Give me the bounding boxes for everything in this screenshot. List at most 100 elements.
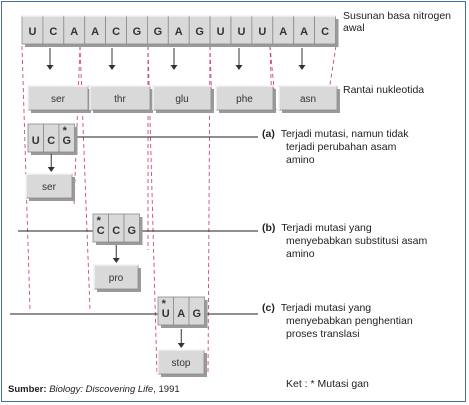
codon-arrow-5	[298, 48, 306, 70]
mutation-a-result-box	[25, 173, 75, 201]
amino-acid-5-box-face	[278, 85, 338, 111]
mutation-a-result-label: ser	[42, 182, 57, 193]
mutation-a-base-1: U	[32, 135, 40, 147]
guide-codon5-left	[269, 45, 277, 111]
amino-acid-4-box-face	[215, 85, 274, 111]
amino-acid-4-label: phe	[236, 94, 253, 105]
mutation-b-base-3: G	[127, 225, 136, 237]
mutation-c-line1: Terjadi mutasi yang	[280, 302, 372, 314]
mutation-a-line3: amino	[286, 154, 315, 166]
mutation-c-tag: (c)	[262, 302, 275, 314]
mutation-a-line1: Terjadi mutasi, namun tidak	[280, 128, 409, 140]
mutation-a-base-3: G	[62, 135, 71, 147]
mutation-b-result-box-face	[93, 264, 139, 290]
sequence-base-14: A	[300, 26, 308, 38]
mutation-b-cell-3	[123, 213, 140, 243]
amino-acid-3-box	[152, 85, 214, 113]
mutation-a-cell-3	[58, 123, 75, 153]
mutation-b-description: (b) Terjadi mutasi yang menyebabkan subs…	[262, 222, 427, 261]
sequence-base-15: C	[321, 26, 329, 38]
sequence-label-line2: awal	[343, 22, 365, 34]
sequence-base-13: A	[279, 26, 287, 38]
sequence-base-3: A	[70, 26, 78, 38]
codon-arrow-3-head	[170, 65, 178, 70]
amino-acid-1-box	[27, 85, 91, 113]
mutation-c-star-marker: *	[162, 298, 167, 310]
mutation-c-base-3: G	[192, 308, 201, 320]
mutation-c-base-1: U	[162, 308, 170, 320]
mutation-b-line2: menyebabkan substitusi asam	[286, 235, 428, 247]
mutation-c-result-box-face	[157, 349, 205, 375]
mutation-a-star-marker: *	[63, 125, 68, 137]
mutation-c-cell-3	[188, 296, 205, 326]
mutation-c-result-label: stop	[172, 358, 191, 369]
mutation-c-line3: proses translasi	[286, 328, 360, 340]
sequence-base-4: A	[91, 26, 99, 38]
mutation-a-line2: terjadi perubahan asam	[286, 141, 397, 153]
source-prefix: Sumber:	[8, 384, 47, 395]
amino-acid-1-label: ser	[51, 94, 66, 105]
mutation-c-arrow-head	[177, 343, 185, 348]
mutation-c-description: (c) Terjadi mutasi yang menyebabkan peng…	[262, 302, 413, 341]
mutation-c-line2: menyebabkan penghentian	[286, 315, 413, 327]
sequence-label-line1: Susunan basa nitrogen	[343, 10, 451, 22]
guide-codon4-left	[209, 45, 213, 111]
mutation-b-arrow	[112, 245, 120, 263]
codon-arrow-2	[108, 48, 116, 70]
mutation-b-arrow-head	[112, 258, 120, 263]
source-title: Biology: Discovering Life	[49, 384, 154, 395]
sequence-base-10: U	[217, 26, 225, 38]
amino-acid-2-box	[89, 85, 153, 113]
codon-arrow-5-head	[298, 65, 306, 70]
mutation-a-base-2: C	[47, 135, 55, 147]
source-citation: Sumber: Biology: Discovering Life, 1991	[8, 384, 180, 395]
sequence-base-5: C	[112, 26, 120, 38]
mutation-b-result-label: pro	[109, 273, 124, 284]
sequence-base-11: U	[237, 26, 245, 38]
sequence-base-12: U	[258, 26, 266, 38]
sequence-base-6: G	[133, 26, 142, 38]
guide-codon5-right	[325, 45, 337, 111]
mutation-a-arrow-head	[47, 167, 55, 172]
guide-codon4-right	[269, 45, 273, 111]
guide-codon3-left	[147, 45, 158, 376]
codon-arrow-2-head	[108, 65, 116, 70]
mutation-c-arrow	[177, 329, 185, 348]
mutation-b-star-marker: *	[97, 215, 102, 227]
codon-arrow-1-head	[46, 65, 54, 70]
amino-acid-3-label: glu	[175, 94, 188, 105]
mutation-a-description: (a) Terjadi mutasi, namun tidak terjadi …	[262, 128, 409, 167]
mutation-b-result-box	[93, 264, 141, 292]
sequence-base-1: U	[28, 26, 36, 38]
codon-arrow-3	[170, 48, 178, 70]
amino-acid-5-label: asn	[300, 94, 316, 105]
amino-acid-2-label: thr	[114, 94, 126, 105]
sequence-base-9: G	[195, 26, 204, 38]
chain-label: Rantai nukleotida	[343, 84, 425, 96]
mutation-b-tag: (b)	[262, 222, 276, 234]
codon-arrow-1	[46, 48, 54, 70]
mutation-a-arrow	[47, 154, 55, 172]
mutation-a-tag: (a)	[262, 128, 275, 140]
source-year: , 1991	[153, 384, 180, 395]
mutation-b-base-2: C	[112, 225, 120, 237]
legend-note: Ket : * Mutasi gan	[286, 378, 369, 390]
mutation-b-base-1: C	[97, 225, 105, 237]
mutation-b-line1: Terjadi mutasi yang	[281, 222, 372, 234]
sequence-base-7: G	[154, 26, 163, 38]
guide-codon1-left	[21, 45, 31, 311]
mutation-c-result-box	[157, 349, 207, 377]
amino-acid-4-box	[215, 85, 276, 113]
sequence-base-8: A	[175, 26, 183, 38]
guide-codon1-right	[73, 45, 81, 206]
amino-acid-5-box	[278, 85, 340, 113]
codon-arrow-4-head	[235, 65, 243, 70]
sequence-label: Susunan basa nitrogen awal	[343, 10, 451, 34]
mutation-c-base-2: A	[177, 308, 185, 320]
